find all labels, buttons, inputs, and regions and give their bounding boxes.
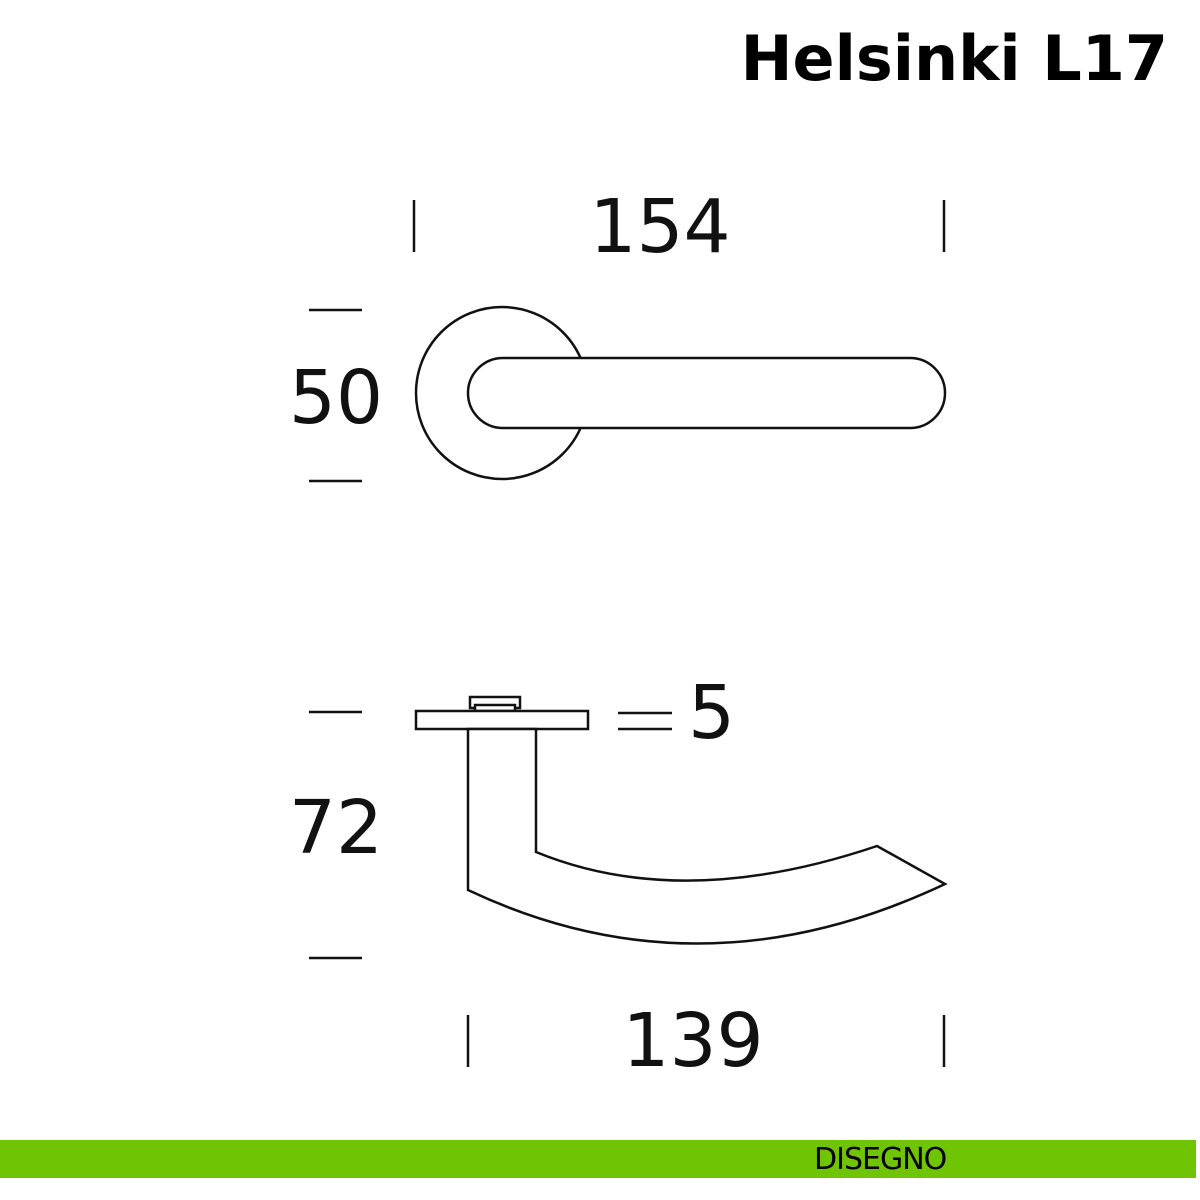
footer-label: DISEGNO (814, 1142, 947, 1177)
width-dimension: 154 (589, 184, 730, 270)
projection-dimension: 72 (289, 785, 383, 871)
side-view: 72 5 139 (289, 670, 948, 1084)
footer-bar: DISEGNO (0, 1140, 1196, 1178)
product-title: Helsinki L17 (741, 22, 1168, 95)
rose-plate (414, 709, 590, 731)
height-dimension: 50 (289, 355, 383, 441)
lever-top-view (466, 356, 947, 430)
length-dimension: 139 (622, 998, 763, 1084)
thickness-dimension: 5 (688, 670, 735, 756)
lever-side-profile (466, 727, 948, 945)
front-view: 154 50 (289, 184, 947, 483)
